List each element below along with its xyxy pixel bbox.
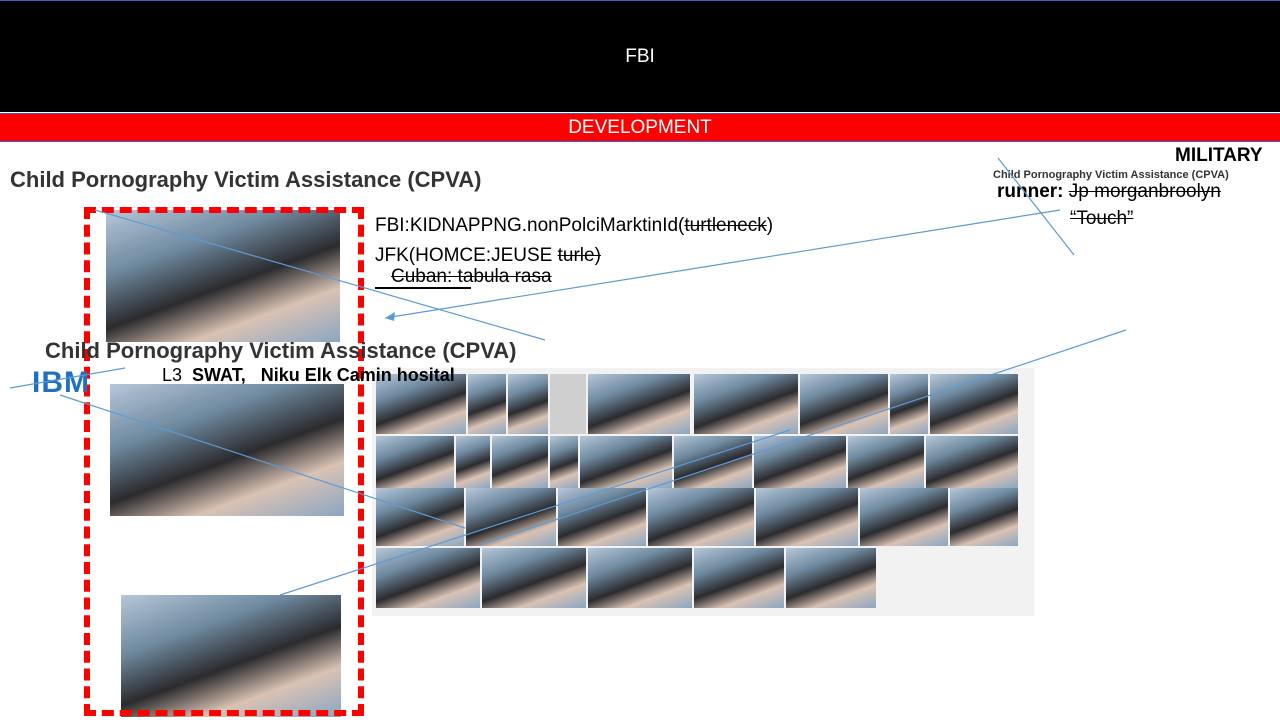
development-banner: DEVELOPMENT bbox=[0, 113, 1280, 142]
man-holding-baby-photo bbox=[121, 595, 341, 717]
gallery-photo[interactable] bbox=[694, 374, 798, 434]
note-line-1: FBI:KIDNAPPNG.nonPolciMarktinId(turtlene… bbox=[375, 215, 773, 237]
swat-label: SWAT, bbox=[192, 365, 246, 385]
gallery-photo[interactable] bbox=[754, 436, 846, 488]
gallery-photo[interactable] bbox=[492, 436, 548, 488]
gallery-photo[interactable] bbox=[860, 488, 948, 546]
photo-gallery bbox=[372, 368, 1034, 616]
gallery-photo[interactable] bbox=[926, 436, 1018, 488]
runner-label: runner: bbox=[997, 181, 1064, 202]
top-banner-label: FBI bbox=[625, 45, 655, 67]
connector-line bbox=[9, 367, 126, 389]
gallery-photo[interactable] bbox=[508, 374, 548, 434]
note-line-1-prefix: FBI:KIDNAPPNG.nonPolciMarktinId( bbox=[375, 215, 685, 236]
gallery-photo[interactable] bbox=[588, 548, 692, 608]
small-heading: Child Pornography Victim Assistance (CPV… bbox=[993, 169, 1229, 181]
gallery-photo[interactable] bbox=[482, 548, 586, 608]
gallery-photo[interactable] bbox=[890, 374, 928, 434]
gallery-photo[interactable] bbox=[674, 436, 752, 488]
gallery-photo[interactable] bbox=[786, 548, 876, 608]
gallery-photo[interactable] bbox=[376, 488, 464, 546]
note-line-2-struck: turle) bbox=[557, 245, 601, 266]
connector-line bbox=[279, 429, 791, 596]
gallery-photo[interactable] bbox=[588, 374, 690, 434]
connector-line bbox=[59, 394, 466, 529]
note-line-1-struck: turtleneck bbox=[684, 215, 767, 236]
gallery-photo[interactable] bbox=[950, 488, 1018, 546]
gallery-photo[interactable] bbox=[550, 374, 586, 434]
l3-label: L3 bbox=[162, 365, 183, 385]
man-holding-baby-photo bbox=[106, 210, 340, 342]
connector-line bbox=[384, 209, 1061, 319]
gallery-photo[interactable] bbox=[756, 488, 858, 546]
gallery-photo[interactable] bbox=[466, 488, 556, 546]
gallery-photo[interactable] bbox=[456, 436, 490, 488]
gallery-photo[interactable] bbox=[648, 488, 754, 546]
note-line-3: Cuban: tabula rasa bbox=[391, 266, 552, 287]
red-dashed-frame bbox=[84, 207, 364, 716]
gallery-photo[interactable] bbox=[558, 488, 646, 546]
touch-text: “Touch” bbox=[1070, 208, 1134, 229]
note-line-2-prefix: JFK(HOMCE:JEUSE bbox=[375, 245, 558, 266]
note-line-1-suffix: ) bbox=[766, 215, 774, 236]
connector-line bbox=[479, 329, 1127, 546]
gallery-photo[interactable] bbox=[376, 436, 454, 488]
gallery-photo[interactable] bbox=[694, 548, 784, 608]
arrowhead-icon bbox=[385, 312, 395, 321]
second-heading: Child Pornography Victim Assistance (CPV… bbox=[45, 338, 517, 363]
gallery-photo[interactable] bbox=[376, 374, 466, 434]
main-heading: Child Pornography Victim Assistance (CPV… bbox=[10, 167, 482, 192]
development-banner-label: DEVELOPMENT bbox=[568, 116, 712, 138]
military-label: MILITARY bbox=[1175, 145, 1263, 166]
note-underline bbox=[375, 287, 471, 289]
gallery-photo[interactable] bbox=[930, 374, 1018, 434]
gallery-photo[interactable] bbox=[848, 436, 924, 488]
note-line-2: JFK(HOMCE:JEUSE turle) bbox=[375, 245, 601, 267]
gallery-photo[interactable] bbox=[468, 374, 506, 434]
runner-struck-text: Jp morganbroolyn bbox=[1068, 181, 1221, 202]
top-banner: FBI bbox=[0, 0, 1280, 112]
gallery-photo[interactable] bbox=[580, 436, 672, 488]
runner-line: runner: Jp morganbroolyn bbox=[997, 181, 1221, 203]
ibm-line: L3 SWAT, Niku Elk Camin hosital bbox=[162, 365, 455, 386]
gallery-photo[interactable] bbox=[550, 436, 578, 488]
connector-line bbox=[94, 209, 546, 341]
connector-line bbox=[997, 157, 1075, 256]
niku-label: Niku Elk Camin hosital bbox=[260, 365, 455, 385]
